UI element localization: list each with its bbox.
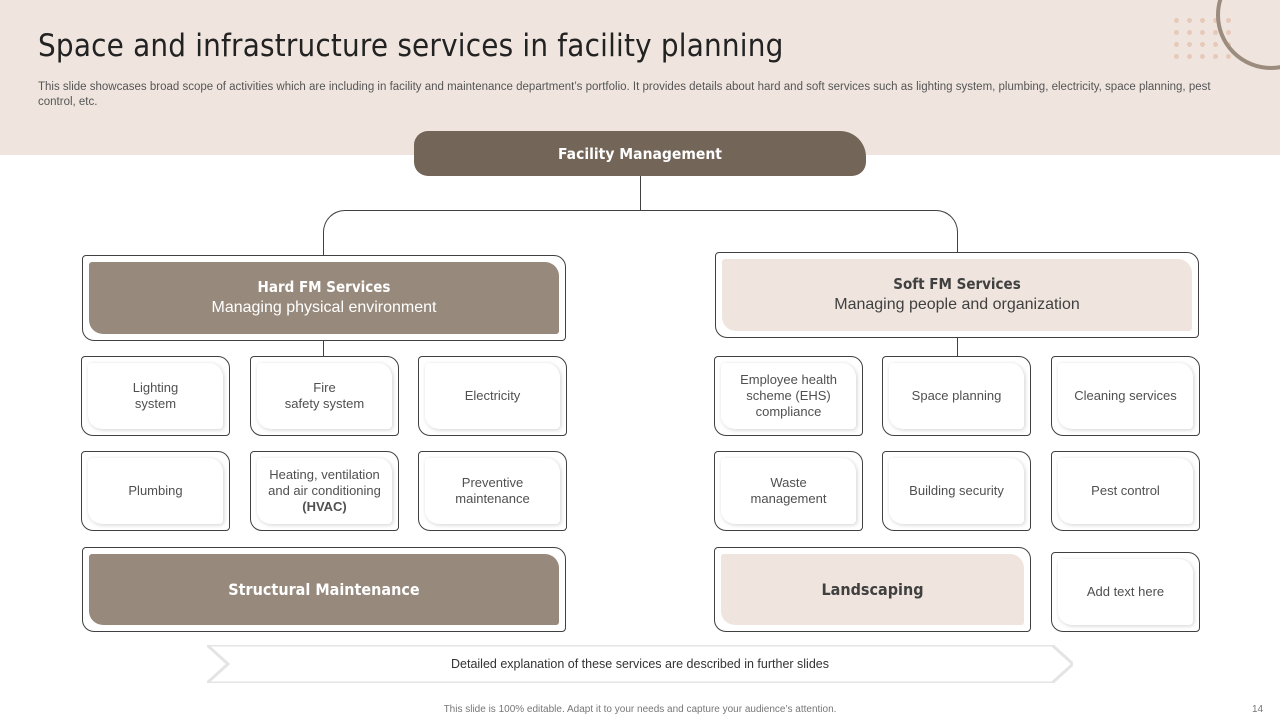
hard-item-label: Plumbing: [128, 483, 183, 498]
footer-banner-text: Detailed explanation of these services a…: [451, 657, 829, 671]
soft-item-label: Space planning: [911, 388, 1002, 403]
soft-item-label: Employee health scheme (EHS) compliance: [740, 372, 837, 419]
soft-item-cleaning[interactable]: Cleaning services: [1051, 356, 1200, 436]
soft-item-label: Waste management: [750, 475, 827, 506]
footer-banner: [207, 645, 1073, 683]
landscaping-label: Landscaping: [821, 580, 924, 599]
soft-fm-header[interactable]: Soft FM Services Managing people and org…: [715, 252, 1199, 338]
hard-fm-subtitle: Managing physical environment: [211, 299, 437, 316]
hard-item-preventive[interactable]: Preventive maintenance: [418, 451, 567, 531]
editable-note: This slide is 100% editable. Adapt it to…: [443, 704, 837, 715]
hard-item-plumbing[interactable]: Plumbing: [81, 451, 230, 531]
soft-item-ehs[interactable]: Employee health scheme (EHS) compliance: [714, 356, 863, 436]
add-text-label: Add text here: [1086, 584, 1165, 599]
connector-soft: [957, 337, 958, 356]
hard-item-label: Fire safety system: [284, 380, 365, 411]
soft-item-label: Building security: [909, 483, 1004, 498]
structural-maintenance-box[interactable]: Structural Maintenance: [82, 547, 566, 632]
soft-item-security[interactable]: Building security: [882, 451, 1031, 531]
hard-item-fire-safety[interactable]: Fire safety system: [250, 356, 399, 436]
hard-item-label: Lighting system: [132, 380, 179, 411]
soft-item-label: Cleaning services: [1074, 388, 1177, 403]
connector-hard: [323, 340, 324, 356]
soft-fm-title: Soft FM Services: [893, 275, 1021, 293]
hard-item-hvac[interactable]: Heating, ventilation and air conditionin…: [250, 451, 399, 531]
root-node-facility-management[interactable]: Facility Management: [414, 131, 866, 176]
structural-maintenance-label: Structural Maintenance: [228, 580, 420, 599]
soft-fm-header-fill: Soft FM Services Managing people and org…: [722, 259, 1192, 331]
soft-fm-subtitle: Managing people and organization: [834, 296, 1080, 313]
landscaping-box[interactable]: Landscaping: [714, 547, 1031, 632]
add-text-box[interactable]: Add text here: [1051, 552, 1200, 632]
slide-subtitle: This slide showcases broad scope of acti…: [38, 81, 1211, 108]
connector-branch: [323, 210, 958, 256]
soft-item-space-planning[interactable]: Space planning: [882, 356, 1031, 436]
slide-title: Space and infrastructure services in fac…: [38, 28, 784, 64]
hard-item-electricity[interactable]: Electricity: [418, 356, 567, 436]
page-number: 14: [1252, 704, 1264, 715]
soft-item-pest-control[interactable]: Pest control: [1051, 451, 1200, 531]
hvac-abbreviation: (HVAC): [302, 499, 347, 514]
soft-item-waste[interactable]: Waste management: [714, 451, 863, 531]
hard-item-lighting[interactable]: Lighting system: [81, 356, 230, 436]
connector-root: [640, 176, 641, 211]
hard-item-label: Heating, ventilation and air conditionin…: [268, 467, 381, 498]
hard-item-label: Preventive maintenance: [455, 475, 530, 506]
soft-item-label: Pest control: [1091, 483, 1160, 498]
header-band: [0, 0, 1280, 155]
hard-fm-header-fill: Hard FM Services Managing physical envir…: [89, 262, 559, 334]
hard-fm-header[interactable]: Hard FM Services Managing physical envir…: [82, 255, 566, 341]
hard-item-label: Electricity: [464, 388, 521, 403]
hard-fm-title: Hard FM Services: [257, 278, 391, 296]
root-node-label: Facility Management: [558, 144, 722, 163]
